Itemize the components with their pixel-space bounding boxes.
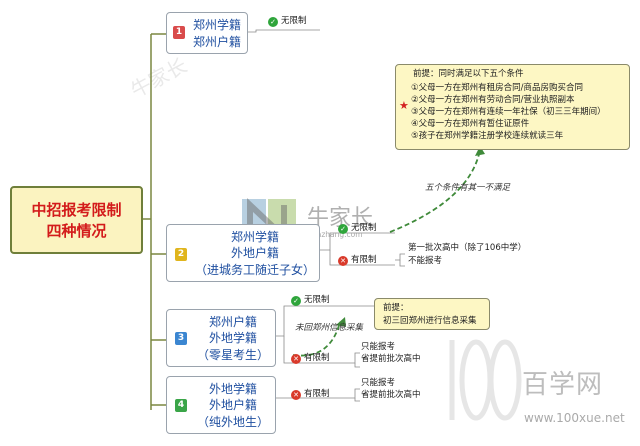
branch-2-status-no: 有限制 bbox=[351, 255, 377, 265]
watermark-100xue-url: www.100xue.net bbox=[524, 411, 625, 425]
branch-4-badge: 4 bbox=[175, 399, 187, 412]
branch-3-line3: （零星考生） bbox=[196, 348, 269, 362]
branch-4-detail-2: 省提前批次高中 bbox=[361, 390, 421, 400]
connector-label-top: 五个条件有其一不满足 bbox=[425, 183, 511, 193]
note-mid-line1: 前提： bbox=[383, 303, 409, 313]
note-top-line4: ③父母一方在郑州有连续一年社保（初三三年期间） bbox=[411, 107, 606, 117]
check-circle-icon: ✓ bbox=[291, 296, 301, 306]
note-top-line5: ④父母一方在郑州有暂住证原件 bbox=[411, 119, 530, 129]
watermark-brand-url: niujiazhang.com bbox=[301, 230, 363, 239]
branch-1-status: 无限制 bbox=[281, 16, 307, 26]
note-top: 前提：同时满足以下五个条件 ①父母一方在郑州有租房合同/商品房购买合同 ②父母一… bbox=[395, 64, 630, 150]
branch-2-status-ok: 无限制 bbox=[351, 223, 377, 233]
note-mid: 前提： 初三回郑州进行信息采集 bbox=[374, 298, 490, 330]
x-circle-icon: ✕ bbox=[338, 256, 348, 266]
branch-4-status-no: 有限制 bbox=[304, 389, 330, 399]
branch-3-line2: 外地学籍 bbox=[208, 331, 257, 345]
branch-4-line3: （纯外地生） bbox=[196, 415, 269, 429]
check-circle-icon: ✓ bbox=[268, 17, 278, 27]
branch-2-line2: 外地户籍 bbox=[230, 246, 279, 260]
root-node[interactable]: 中招报考限制 四种情况 bbox=[10, 186, 143, 254]
branch-3-detail-1: 只能报考 bbox=[361, 342, 396, 352]
watermark-100-logo bbox=[449, 339, 522, 421]
branch-4-detail-1: 只能报考 bbox=[361, 378, 396, 388]
branch-2-detail-2: 不能报考 bbox=[408, 256, 443, 266]
note-top-line3: ②父母一方在郑州有劳动合同/营业执照副本 bbox=[411, 95, 575, 105]
branch-3-detail-2: 省提前批次高中 bbox=[361, 354, 421, 364]
branch-4-line2: 外地户籍 bbox=[208, 398, 257, 412]
branch-2-line1: 郑州学籍 bbox=[230, 230, 279, 244]
branch-1-node[interactable]: 1 郑州学籍 郑州户籍 bbox=[166, 12, 248, 54]
star-icon: ★ bbox=[399, 99, 409, 112]
branch-2-line3: （进城务工随迁子女） bbox=[194, 263, 315, 277]
connector-label-mid: 未回郑州信息采集 bbox=[295, 323, 364, 333]
branch-4-line1: 外地学籍 bbox=[208, 382, 257, 396]
branch-3-status-no: 有限制 bbox=[304, 353, 330, 363]
root-title-line1: 中招报考限制 bbox=[31, 201, 122, 219]
note-mid-line2: 初三回郑州进行信息采集 bbox=[383, 316, 477, 326]
watermark-100xue-text: 百学网 bbox=[522, 370, 604, 400]
branch-4-node[interactable]: 4 外地学籍 外地户籍 （纯外地生） bbox=[166, 376, 276, 434]
x-circle-icon: ✕ bbox=[291, 354, 301, 364]
branch-3-node[interactable]: 3 郑州户籍 外地学籍 （零星考生） bbox=[166, 309, 276, 367]
branch-1-badge: 1 bbox=[173, 26, 185, 39]
branch-2-badge: 2 bbox=[175, 248, 187, 261]
check-circle-icon: ✓ bbox=[338, 224, 348, 234]
branch-1-line1: 郑州学籍 bbox=[192, 18, 241, 32]
note-top-line6: ⑤孩子在郑州学籍注册学校连续就读三年 bbox=[411, 131, 564, 141]
branch-3-badge: 3 bbox=[175, 332, 187, 345]
branch-3-line1: 郑州户籍 bbox=[208, 315, 257, 329]
branch-2-detail-1: 第一批次高中（除了106中学） bbox=[408, 243, 527, 253]
note-top-line1: 前提：同时满足以下五个条件 bbox=[413, 69, 524, 79]
note-top-line2: ①父母一方在郑州有租房合同/商品房购买合同 bbox=[411, 83, 583, 93]
branch-2-node[interactable]: 2 郑州学籍 外地户籍 （进城务工随迁子女） bbox=[166, 224, 320, 282]
branch-1-line2: 郑州户籍 bbox=[192, 35, 241, 49]
branch-3-status-ok: 无限制 bbox=[304, 295, 330, 305]
root-title-line2: 四种情况 bbox=[46, 222, 107, 240]
x-circle-icon: ✕ bbox=[291, 390, 301, 400]
